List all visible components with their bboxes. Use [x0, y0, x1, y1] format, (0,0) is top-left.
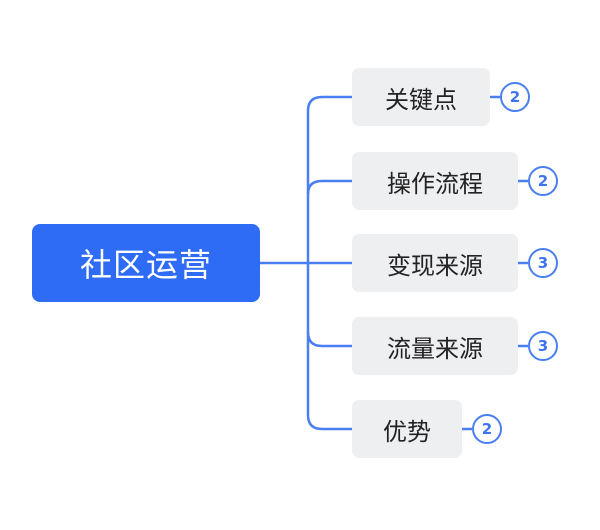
- node-traffic-sources-count-badge[interactable]: 3: [528, 331, 558, 361]
- node-process-count-badge[interactable]: 2: [528, 166, 558, 196]
- node-advantages[interactable]: 优势: [352, 400, 462, 458]
- node-monetization-count-badge[interactable]: 3: [528, 248, 558, 278]
- node-traffic-sources[interactable]: 流量来源: [352, 317, 518, 375]
- node-process[interactable]: 操作流程: [352, 152, 518, 210]
- node-key-points-count-badge[interactable]: 2: [500, 82, 530, 112]
- root-node[interactable]: 社区运营: [32, 224, 260, 302]
- connector-branch-4: [306, 331, 352, 348]
- node-key-points[interactable]: 关键点: [352, 68, 490, 126]
- node-monetization[interactable]: 变现来源: [352, 234, 518, 292]
- node-advantages-count-badge[interactable]: 2: [472, 414, 502, 444]
- connector-branch-2: [306, 179, 352, 195]
